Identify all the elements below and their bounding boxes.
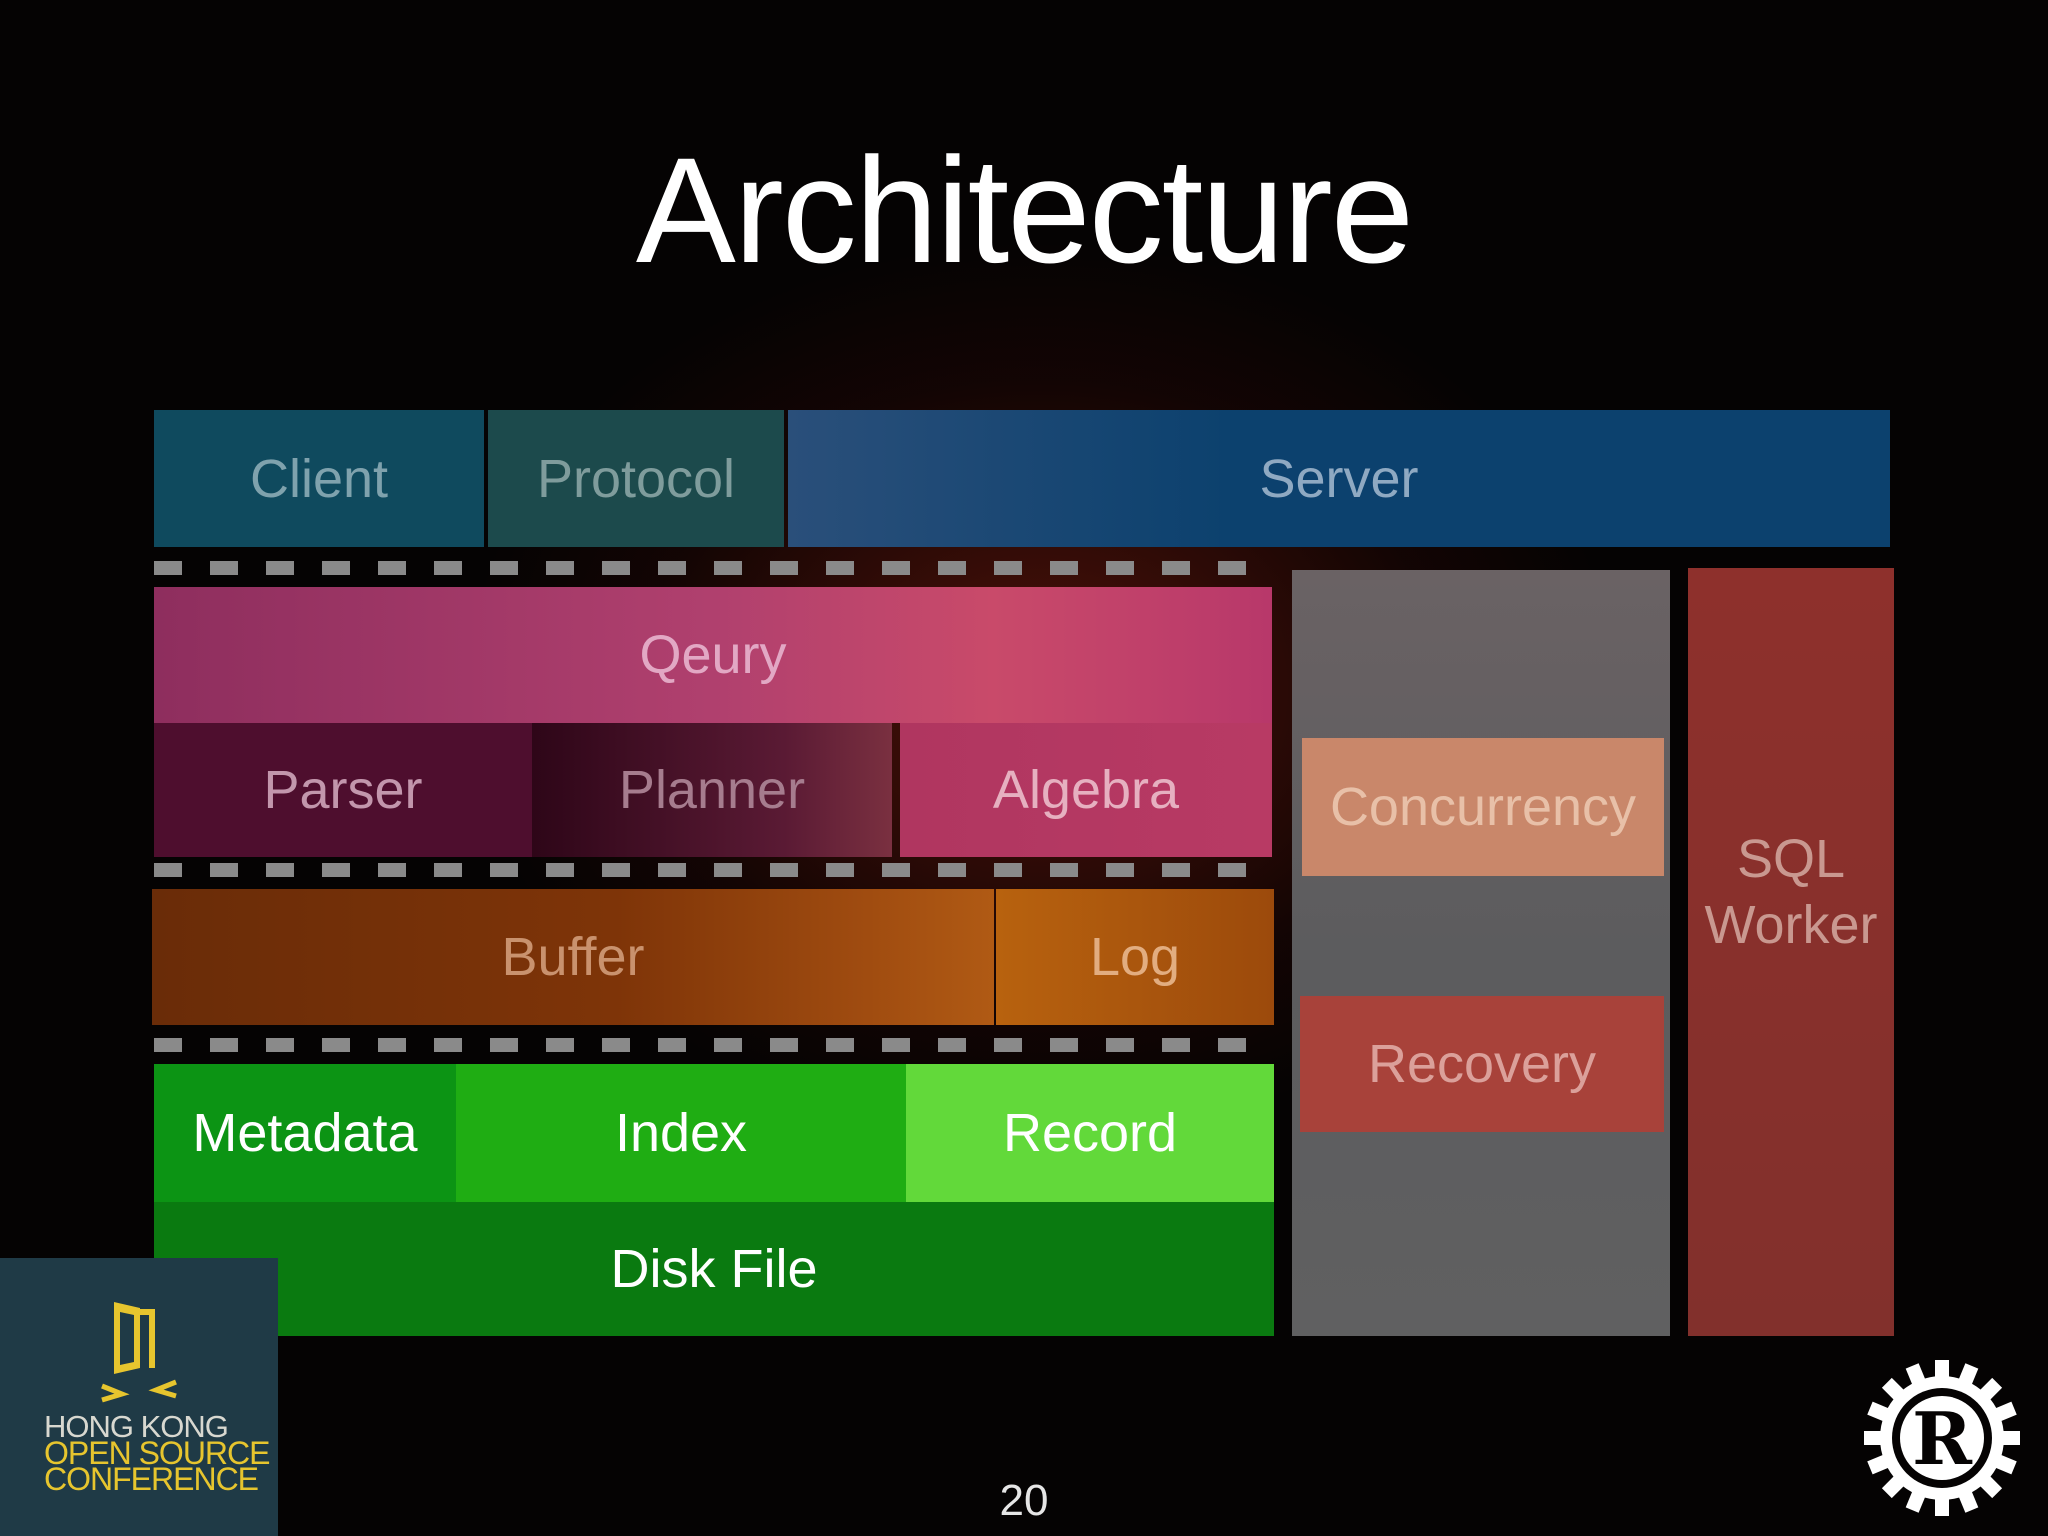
query-label: Qeury <box>639 625 787 685</box>
protocol-label: Protocol <box>536 448 736 509</box>
server-label: Server <box>1259 448 1419 509</box>
protocol-layer: Protocol <box>488 410 784 547</box>
conference-logo: HONG KONG OPEN SOURCE CONFERENCE <box>0 1258 278 1536</box>
concurrency-panel <box>1292 570 1670 1336</box>
slide-title: Architecture <box>635 126 1414 294</box>
conference-name-line3: CONFERENCE <box>44 1461 259 1497</box>
sql-worker-label-line2: Worker <box>1704 895 1878 955</box>
page-number: 20 <box>999 1476 1049 1525</box>
conference-name-line1: HONG KONG <box>44 1409 229 1444</box>
log-layer: Log <box>996 889 1274 1025</box>
parser-label: Parser <box>263 760 423 820</box>
metadata-label: Metadata <box>192 1103 418 1163</box>
query-layer: Qeury <box>154 587 1272 723</box>
log-label: Log <box>1089 927 1181 987</box>
sql-worker-layer: SQL Worker <box>1688 568 1894 1336</box>
divider-dashes <box>154 1038 1254 1052</box>
index-label: Index <box>614 1103 748 1163</box>
buffer-layer: Buffer <box>152 889 994 1025</box>
client-layer: Client <box>154 410 484 547</box>
algebra-label: Algebra <box>992 760 1180 820</box>
algebra-layer: Algebra <box>900 723 1272 857</box>
sql-worker-label-line1: SQL <box>1736 829 1846 889</box>
conference-name-line2: OPEN SOURCE <box>44 1435 270 1471</box>
record-layer: Record <box>906 1064 1274 1202</box>
rust-letter: R <box>1912 1396 1973 1481</box>
recovery-label: Recovery <box>1367 1034 1597 1094</box>
divider-dashes <box>154 863 1254 877</box>
disk-file-label: Disk File <box>610 1239 818 1299</box>
server-layer: Server <box>788 410 1890 547</box>
recovery-layer: Recovery <box>1300 996 1664 1132</box>
buffer-label: Buffer <box>501 927 645 987</box>
rust-gear-icon: R <box>1864 1360 2020 1516</box>
record-label: Record <box>1002 1103 1178 1163</box>
planner-layer: Planner <box>532 723 892 857</box>
door-icon <box>101 1302 177 1403</box>
index-layer: Index <box>456 1064 906 1202</box>
parser-layer: Parser <box>154 723 532 857</box>
disk-file-layer: Disk File <box>154 1202 1274 1336</box>
divider-dashes <box>154 561 1254 575</box>
metadata-layer: Metadata <box>154 1064 456 1202</box>
planner-label: Planner <box>618 760 806 820</box>
concurrency-label: Concurrency <box>1329 777 1637 837</box>
client-label: Client <box>249 448 389 509</box>
concurrency-layer: Concurrency <box>1302 738 1664 876</box>
